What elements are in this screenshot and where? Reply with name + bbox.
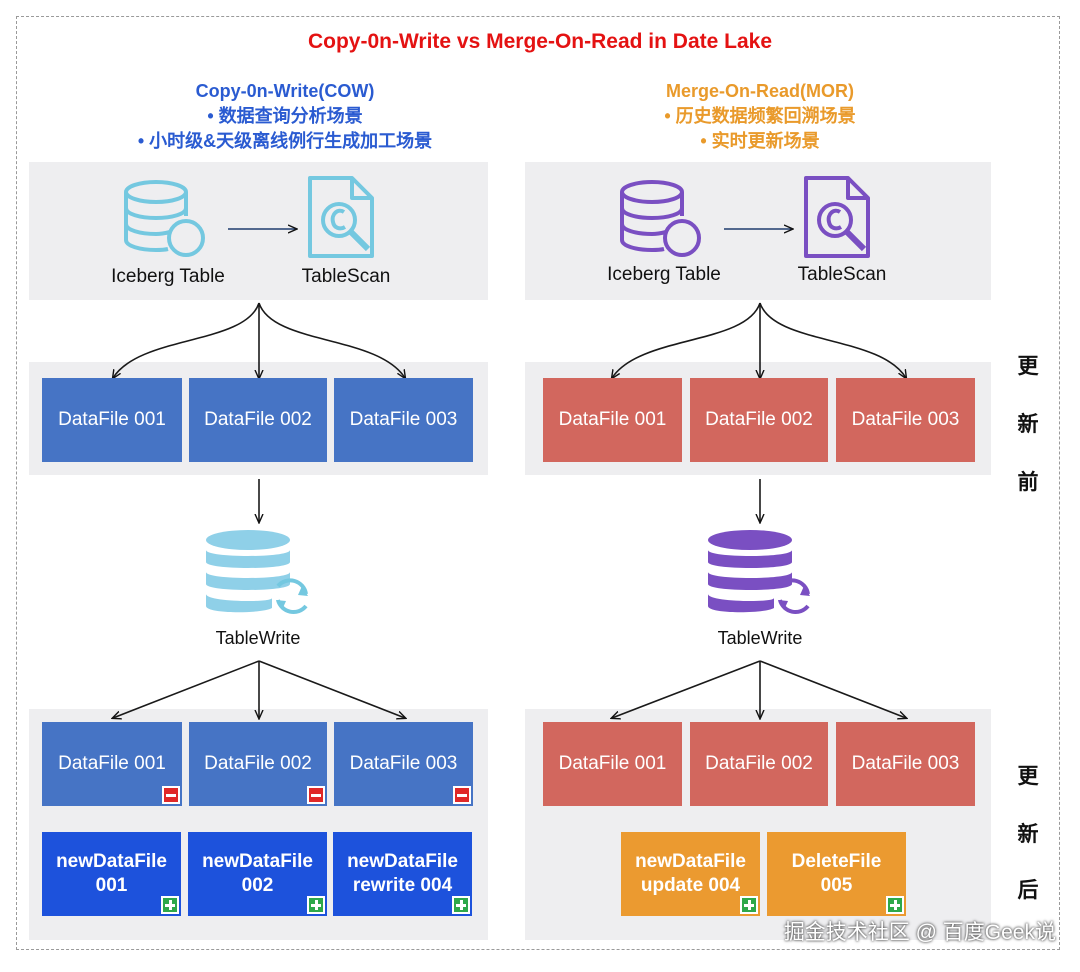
cow-before-file-3: DataFile 003 — [334, 378, 473, 462]
mor-fan-right — [759, 302, 906, 378]
cow-bullet-2: • 小时级&天级离线例行生成加工场景 — [137, 131, 433, 151]
plus-badge-icon — [452, 896, 470, 914]
mor-bullet-1: • 历史数据频繁回溯场景 — [664, 106, 856, 126]
cow-new-file-3-line2: rewrite 004 — [352, 875, 453, 896]
cow-heading: Copy-0n-Write(COW) — [195, 81, 375, 101]
side-label-before-2: 新 — [1017, 413, 1039, 436]
cow-after-file-3: DataFile 003 — [334, 722, 473, 806]
mor-new-file-1: newDataFile update 004 — [621, 832, 760, 916]
diagram-frame — [16, 16, 1060, 950]
mor-after-file-1: DataFile 001 — [543, 722, 682, 806]
database-sync-icon — [206, 530, 308, 614]
diagram-title: Copy-0n-Write vs Merge-On-Read in Date L… — [307, 30, 773, 53]
mor-new-file-2: DeleteFile 005 — [767, 832, 906, 916]
plus-badge-icon — [740, 896, 758, 914]
mor-write-label: TableWrite — [717, 628, 803, 648]
cow-before-file-2: DataFile 002 — [189, 378, 327, 462]
mor-new-file-1-line1: newDataFile — [635, 851, 746, 872]
mor-write-left — [612, 660, 761, 718]
document-search-icon — [804, 176, 870, 258]
plus-badge-icon — [307, 896, 325, 914]
cow-scan-label: TableScan — [301, 266, 391, 287]
mor-new-file-2-line2: 005 — [820, 875, 853, 896]
cow-fan-right — [258, 302, 405, 378]
cow-after-file-2-label: DataFile 002 — [204, 753, 312, 774]
database-search-icon — [124, 180, 205, 257]
side-label-after-3: 后 — [1017, 879, 1039, 902]
mor-before-file-3: DataFile 003 — [836, 378, 975, 462]
cow-new-file-1-line1: newDataFile — [56, 851, 167, 872]
mor-heading: Merge-On-Read(MOR) — [666, 81, 854, 101]
mor-write-right — [759, 660, 906, 718]
side-label-before-1: 更 — [1017, 355, 1039, 378]
cow-new-file-1-line2: 001 — [95, 875, 128, 896]
cow-new-file-1: newDataFile 001 — [42, 832, 181, 916]
side-label-after-1: 更 — [1017, 765, 1039, 788]
cow-new-file-3-line1: newDataFile — [347, 851, 458, 872]
mor-new-file-1-line2: update 004 — [640, 875, 741, 896]
plus-badge-icon — [161, 896, 179, 914]
cow-after-file-3-label: DataFile 003 — [349, 753, 458, 774]
database-search-icon — [620, 180, 701, 257]
mor-heading-block: Merge-On-Read(MOR) • 历史数据频繁回溯场景 • 实时更新场景 — [505, 79, 1015, 154]
mor-before-file-1: DataFile 001 — [543, 378, 682, 462]
cow-source-panel — [29, 162, 488, 300]
cow-after-file-1-label: DataFile 001 — [58, 753, 166, 774]
cow-source-label: Iceberg Table — [111, 266, 225, 287]
mor-after-file-2: DataFile 002 — [690, 722, 828, 806]
minus-badge-icon — [453, 786, 471, 804]
watermark: 掘金技术社区 @ 百度Geek说 — [783, 921, 1056, 944]
cow-new-file-2-line1: newDataFile — [202, 851, 313, 872]
mor-before-file-2: DataFile 002 — [690, 378, 828, 462]
mor-scan-label: TableScan — [797, 264, 887, 285]
cow-bullet-1: • 数据查询分析场景 — [207, 106, 363, 126]
mor-source-panel — [525, 162, 991, 300]
cow-write-label: TableWrite — [215, 628, 301, 648]
minus-badge-icon — [307, 786, 325, 804]
mor-bullet-2: • 实时更新场景 — [700, 131, 820, 151]
cow-write-right — [258, 660, 405, 718]
cow-before-file-1: DataFile 001 — [42, 378, 182, 462]
document-search-icon — [308, 176, 374, 258]
mor-after-file-3: DataFile 003 — [836, 722, 975, 806]
plus-badge-icon — [886, 896, 904, 914]
cow-fan-left — [113, 302, 260, 378]
cow-new-file-2: newDataFile 002 — [188, 832, 327, 916]
mor-fan-left — [612, 302, 761, 378]
mor-new-file-2-line1: DeleteFile — [791, 851, 882, 872]
mor-source-label: Iceberg Table — [607, 264, 721, 285]
database-sync-icon — [708, 530, 810, 614]
cow-write-left — [113, 660, 260, 718]
side-label-before-3: 前 — [1017, 471, 1039, 494]
cow-after-file-2: DataFile 002 — [189, 722, 327, 806]
cow-heading-block: Copy-0n-Write(COW) • 数据查询分析场景 • 小时级&天级离线… — [30, 79, 540, 154]
minus-badge-icon — [162, 786, 180, 804]
cow-new-file-3: newDataFile rewrite 004 — [333, 832, 472, 916]
cow-new-file-2-line2: 002 — [241, 875, 274, 896]
cow-after-file-1: DataFile 001 — [42, 722, 182, 806]
side-label-after-2: 新 — [1017, 823, 1039, 846]
